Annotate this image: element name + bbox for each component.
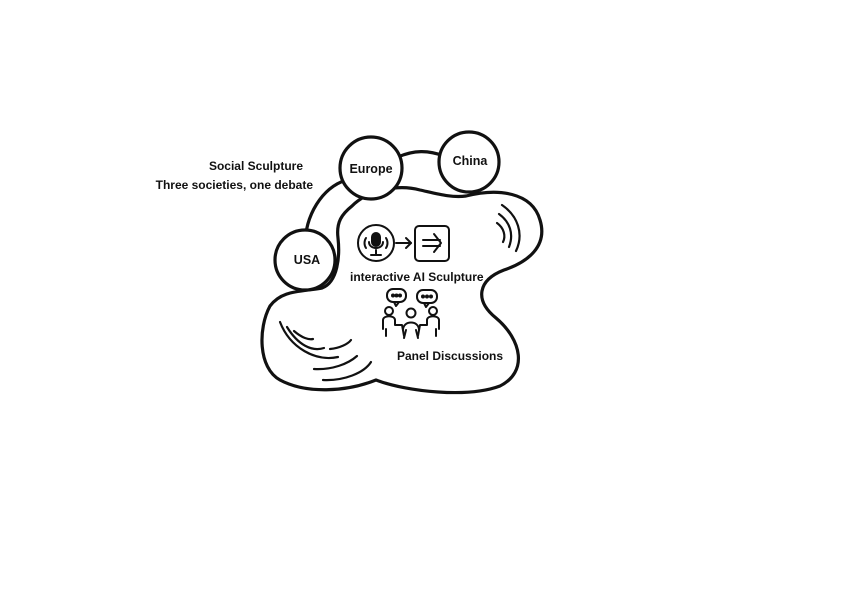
node-europe-label[interactable]: Europe <box>349 162 393 176</box>
output-arrow-box-icon <box>414 225 450 262</box>
node-usa-circle[interactable] <box>273 228 337 292</box>
page-subtitle: Three societies, one debate <box>155 178 313 192</box>
sound-wave-icon-2 <box>278 320 373 382</box>
sculpture-label: interactive AI Sculpture <box>350 270 484 284</box>
page-title: Social Sculpture <box>208 159 303 173</box>
node-china-circle[interactable] <box>437 130 501 194</box>
panel-discussion-icon <box>382 288 440 339</box>
sound-wave-icon <box>495 203 521 253</box>
microphone-icon <box>357 224 395 262</box>
node-europe-circle[interactable] <box>338 135 404 201</box>
node-china-label[interactable]: China <box>452 154 488 168</box>
panel-discussions-label: Panel Discussions <box>397 349 504 363</box>
node-usa-label[interactable]: USA <box>293 253 321 267</box>
arrow-right-icon <box>395 237 412 249</box>
